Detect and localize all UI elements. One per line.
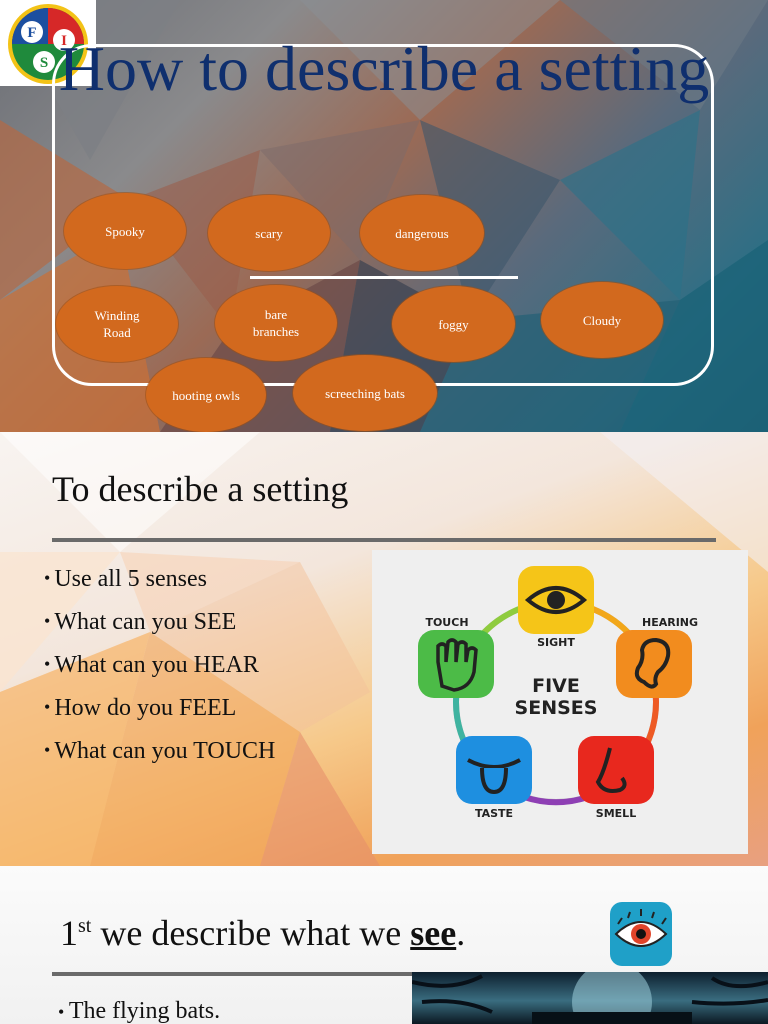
spooky-night-image bbox=[411, 962, 768, 1024]
bullet-item: The flying bats. bbox=[58, 998, 220, 1024]
smell-label: SMELL bbox=[596, 807, 636, 820]
logo-letter-i: I bbox=[61, 33, 67, 49]
senses-label: SENSES bbox=[515, 697, 598, 719]
taste-tongue-icon bbox=[456, 736, 532, 804]
oval-bare-branches: bare branches bbox=[215, 285, 337, 361]
bullet-item: What can you HEAR bbox=[44, 644, 275, 687]
smell-nose-icon bbox=[578, 736, 654, 804]
bullet-item: How do you FEEL bbox=[44, 687, 275, 730]
oval-spooky: Spooky bbox=[64, 193, 186, 269]
title-end: . bbox=[456, 913, 466, 953]
slide-title: How to describe a setting bbox=[58, 33, 710, 104]
oval-cloudy: Cloudy bbox=[541, 282, 663, 358]
touch-label: TOUCH bbox=[425, 616, 468, 629]
senses-bullet-list: Use all 5 senses What can you SEE What c… bbox=[44, 558, 275, 773]
sight-eye-icon bbox=[518, 566, 594, 634]
eye-icon bbox=[606, 896, 676, 972]
senses-slide: To describe a setting Use all 5 senses W… bbox=[0, 432, 768, 866]
logo-letter-f: F bbox=[27, 25, 36, 41]
hearing-ear-icon bbox=[616, 630, 692, 698]
touch-hand-icon bbox=[418, 630, 494, 698]
divider-line bbox=[52, 972, 716, 976]
oval-foggy: foggy bbox=[392, 286, 515, 362]
five-label: FIVE bbox=[532, 675, 580, 697]
oval-hooting-owls: hooting owls bbox=[146, 358, 266, 432]
logo-letter-s: S bbox=[40, 55, 48, 71]
bullet-item: What can you TOUCH bbox=[44, 730, 275, 773]
bullet-item: Use all 5 senses bbox=[44, 558, 275, 601]
fis-logo-icon: F I S bbox=[8, 4, 88, 84]
oval-winding-road: Winding Road bbox=[56, 286, 178, 362]
oval-screeching-bats: screeching bats bbox=[293, 355, 437, 431]
five-senses-diagram: FIVE SENSES SIGHT HEARING SMELL bbox=[372, 550, 748, 854]
title-text: we describe what we bbox=[91, 913, 411, 953]
slide-title: 1st we describe what we see. bbox=[60, 912, 465, 954]
school-logo: F I S bbox=[0, 0, 96, 86]
sight-label: SIGHT bbox=[537, 636, 575, 649]
title-superscript: st bbox=[78, 915, 92, 937]
taste-label: TASTE bbox=[475, 807, 513, 820]
divider-line bbox=[52, 538, 716, 542]
bullet-item: What can you SEE bbox=[44, 601, 275, 644]
oval-dangerous: dangerous bbox=[360, 195, 484, 271]
title-number: 1 bbox=[60, 913, 78, 953]
see-slide: 1st we describe what we see. The flying … bbox=[0, 866, 768, 1024]
divider-line bbox=[250, 276, 518, 279]
slide-title: To describe a setting bbox=[52, 469, 349, 509]
hearing-label: HEARING bbox=[642, 616, 698, 629]
title-slide: F I S How to describe a setting Spooky s… bbox=[0, 0, 768, 432]
oval-scary: scary bbox=[208, 195, 330, 271]
title-emphasis: see bbox=[410, 913, 457, 953]
